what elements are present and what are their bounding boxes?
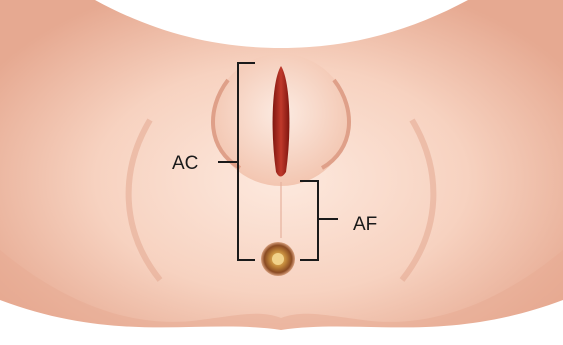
anus-center [272,253,284,265]
af-label: AF [353,214,377,235]
ac-label: AC [172,153,198,174]
